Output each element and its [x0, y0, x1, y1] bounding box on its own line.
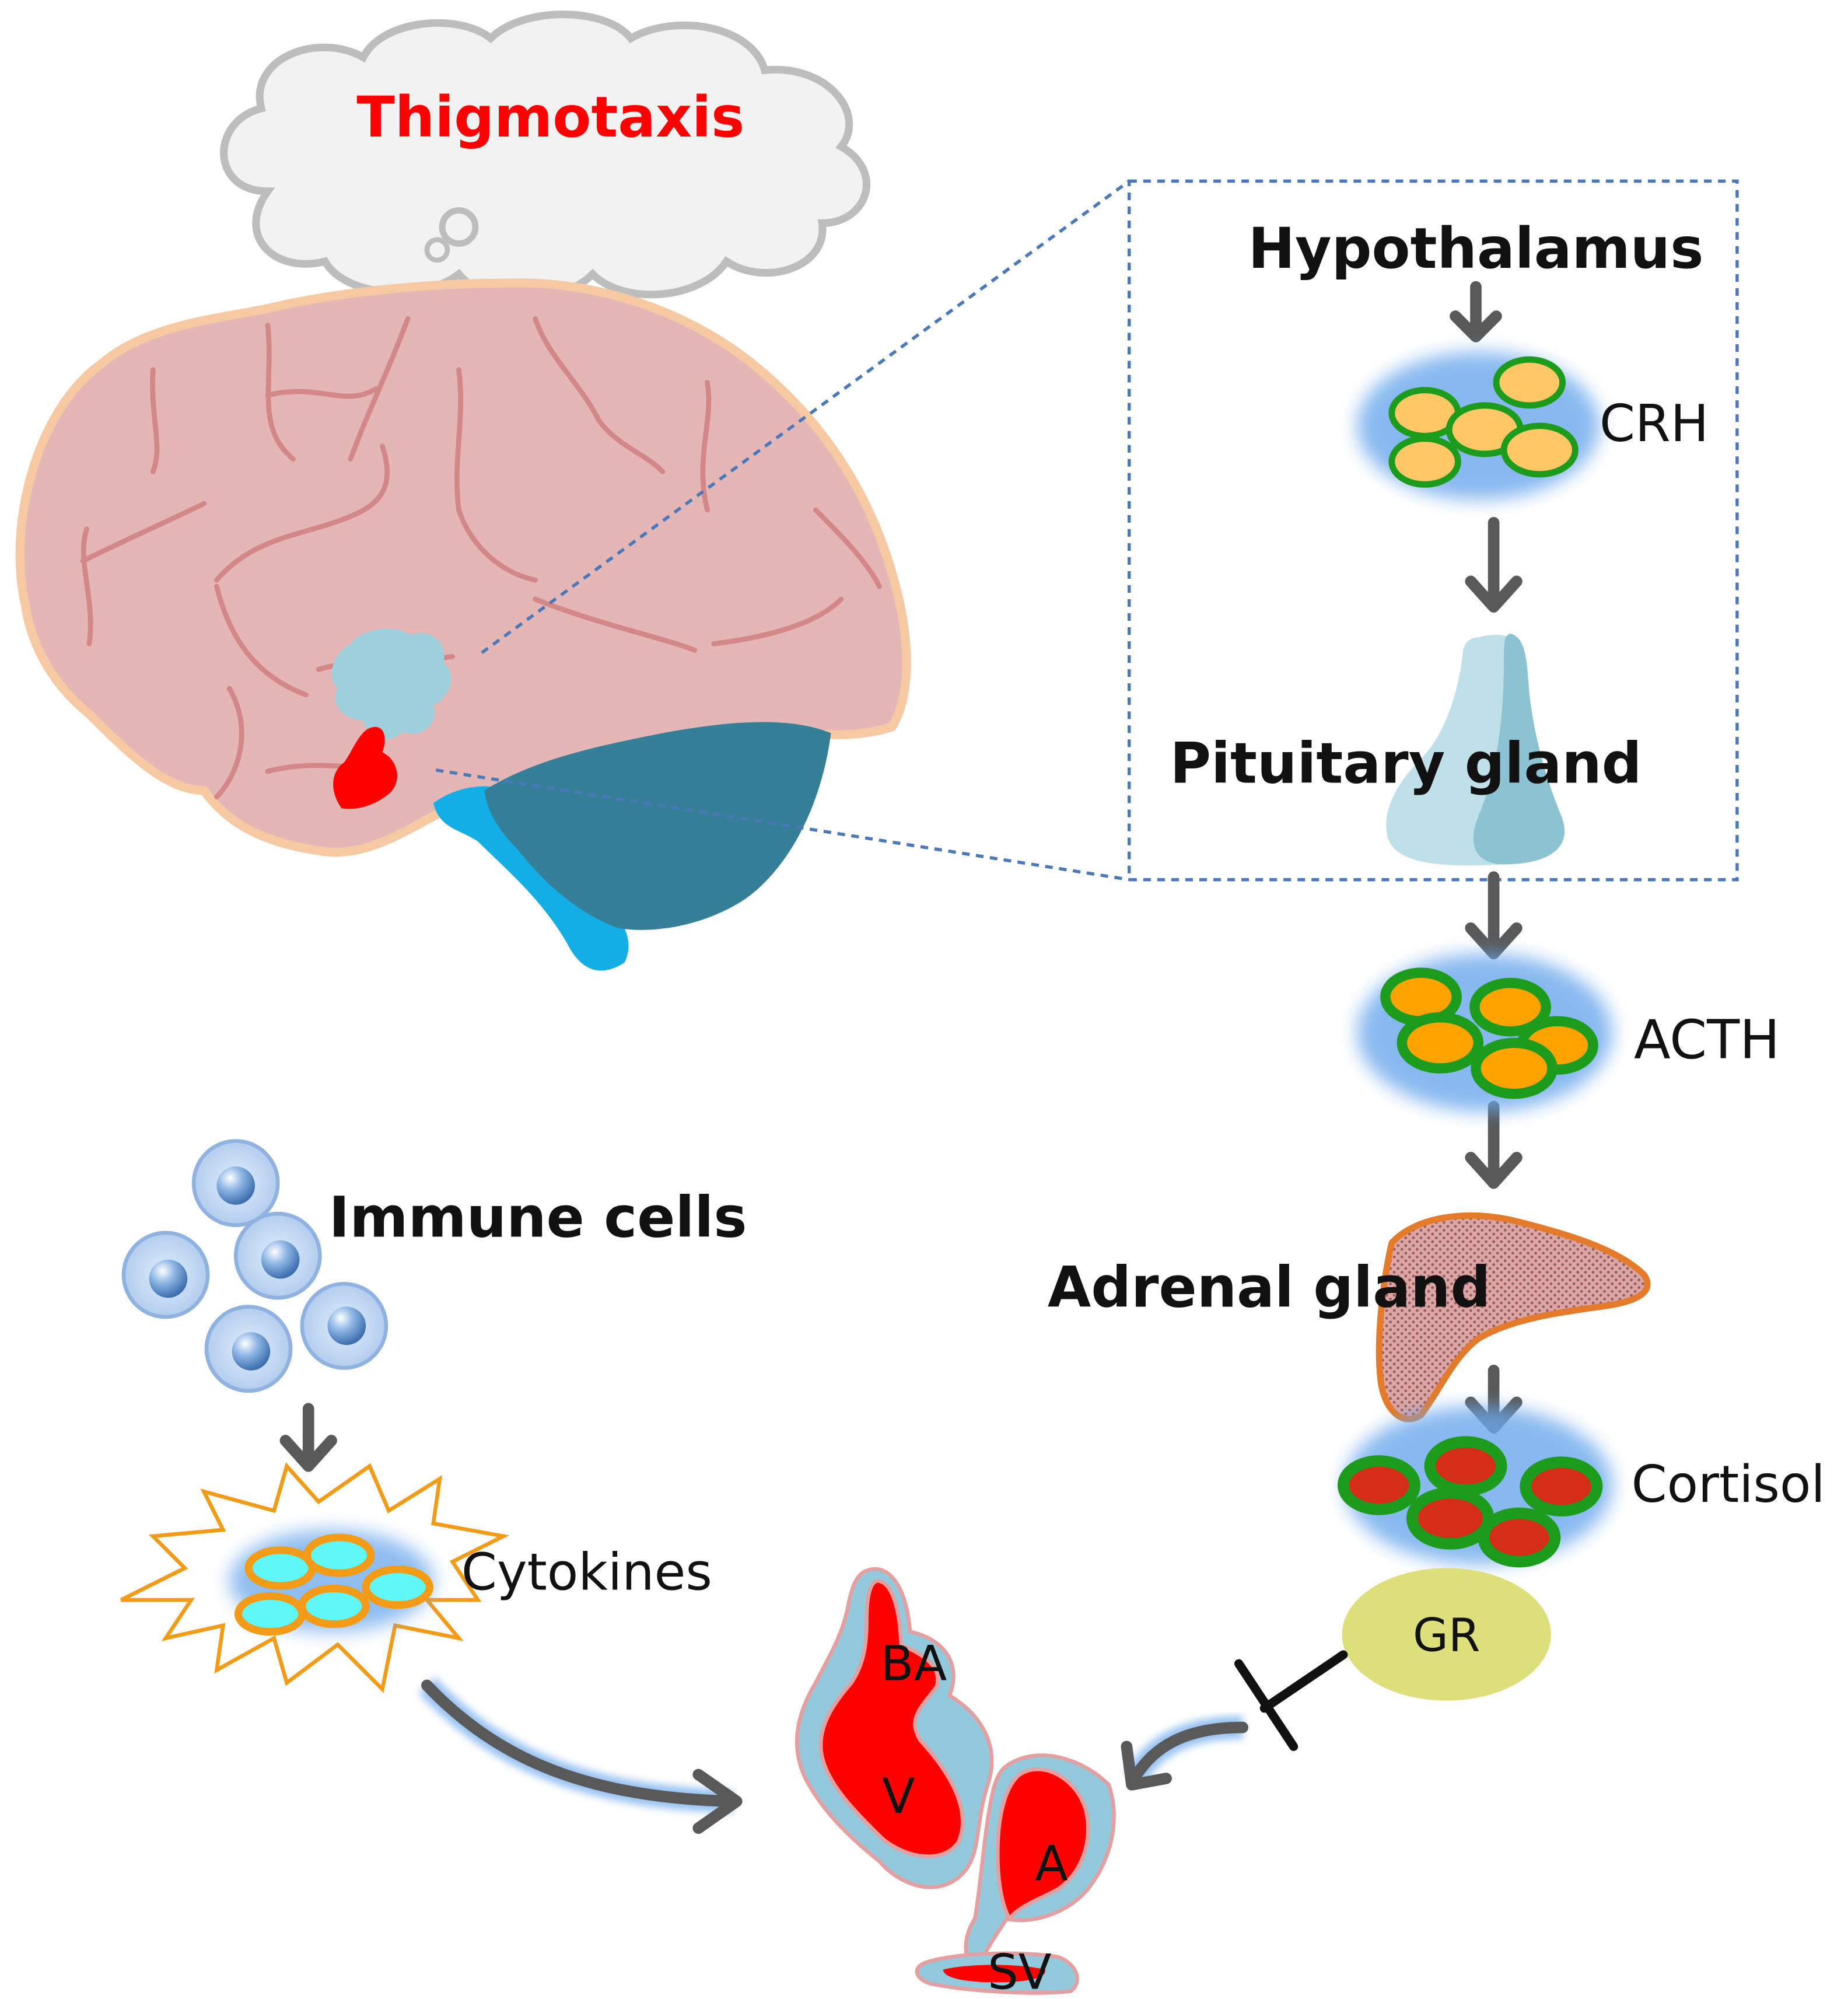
zebrafish-heart [794, 1567, 1116, 1995]
heart-ba-label: BA [881, 1635, 947, 1692]
cytokine-granule [244, 1546, 316, 1590]
brain-illustration [15, 278, 911, 971]
thought-cloud: Thigmotaxis [220, 11, 871, 302]
gr-receptor [1342, 1568, 1551, 1701]
acth-granule [1469, 977, 1551, 1037]
cytokines-label: Cytokines [461, 1543, 712, 1602]
cytokines-to-heart-arrow [418, 1677, 743, 1834]
cortisol-to-heart-arrow [1121, 1715, 1249, 1791]
immune-cells-cluster [121, 1139, 388, 1393]
immune-cell [191, 1139, 280, 1227]
thigmotaxis-label: Thigmotaxis [356, 85, 744, 150]
crh-granule [1388, 435, 1461, 488]
arrow-immune-cytokines [279, 1403, 337, 1472]
immune-cells-label: Immune cells [329, 1184, 747, 1250]
brainstem [433, 786, 629, 971]
cortisol-label: Cortisol [1632, 1455, 1825, 1514]
cortisol-granule [1406, 1487, 1494, 1550]
cortisol-granule [1478, 1507, 1561, 1568]
cytokine-granule [298, 1584, 370, 1628]
cerebrum [15, 278, 911, 857]
immune-cell [204, 1305, 293, 1393]
heart-v-label: V [882, 1768, 915, 1825]
zoom-box [1128, 179, 1739, 882]
cortisol-granule [1337, 1455, 1420, 1515]
cytokines-burst [120, 1462, 510, 1693]
heart-sv-label: SV [988, 1944, 1052, 1999]
crh-label: CRH [1600, 394, 1709, 453]
cytokine-granule [303, 1533, 375, 1577]
crh-granule [1500, 422, 1578, 478]
acth-granule [1396, 1012, 1484, 1074]
atrium [996, 1767, 1090, 1923]
cytokine-granule [362, 1565, 433, 1609]
heart-a-label: A [1035, 1836, 1068, 1892]
hypothalamus-region [331, 628, 452, 740]
immune-cell [233, 1211, 322, 1300]
immune-cell [300, 1281, 388, 1370]
crh-granule [1493, 356, 1566, 409]
acth-label: ACTH [1634, 1009, 1780, 1071]
cerebellum [484, 722, 831, 930]
ventricle [818, 1579, 965, 1858]
acth-granule [1471, 1037, 1558, 1099]
pituitary-gland [1386, 633, 1565, 866]
arrow-acth-adrenal [1465, 1100, 1522, 1189]
adrenal-label: Adrenal gland [1048, 1255, 1490, 1320]
cortisol-granule [1520, 1456, 1603, 1516]
gr-label: GR [1413, 1608, 1480, 1662]
red-brain-region [333, 726, 397, 809]
cytokine-granule [235, 1592, 306, 1636]
crh-cluster [1357, 352, 1600, 500]
arrow-hypothalamus-crh [1450, 281, 1502, 343]
zoom-lines [435, 179, 1739, 882]
adrenal-gland [1376, 1212, 1651, 1423]
gr-inhibition [1234, 1650, 1348, 1751]
pituitary-label: Pituitary gland [1170, 731, 1642, 796]
pathway-arrows [279, 281, 1522, 1472]
cortisol-granule [1424, 1436, 1507, 1496]
arrow-crh-pituitary [1465, 517, 1522, 613]
immune-cell [121, 1231, 210, 1319]
sinus-venosus [943, 1965, 1045, 1983]
hypothalamus-label: Hypothalamus [1248, 216, 1704, 281]
cortisol-cluster [1337, 1406, 1612, 1568]
arrow-pituitary-acth [1465, 871, 1522, 960]
acth-cluster [1357, 953, 1612, 1112]
